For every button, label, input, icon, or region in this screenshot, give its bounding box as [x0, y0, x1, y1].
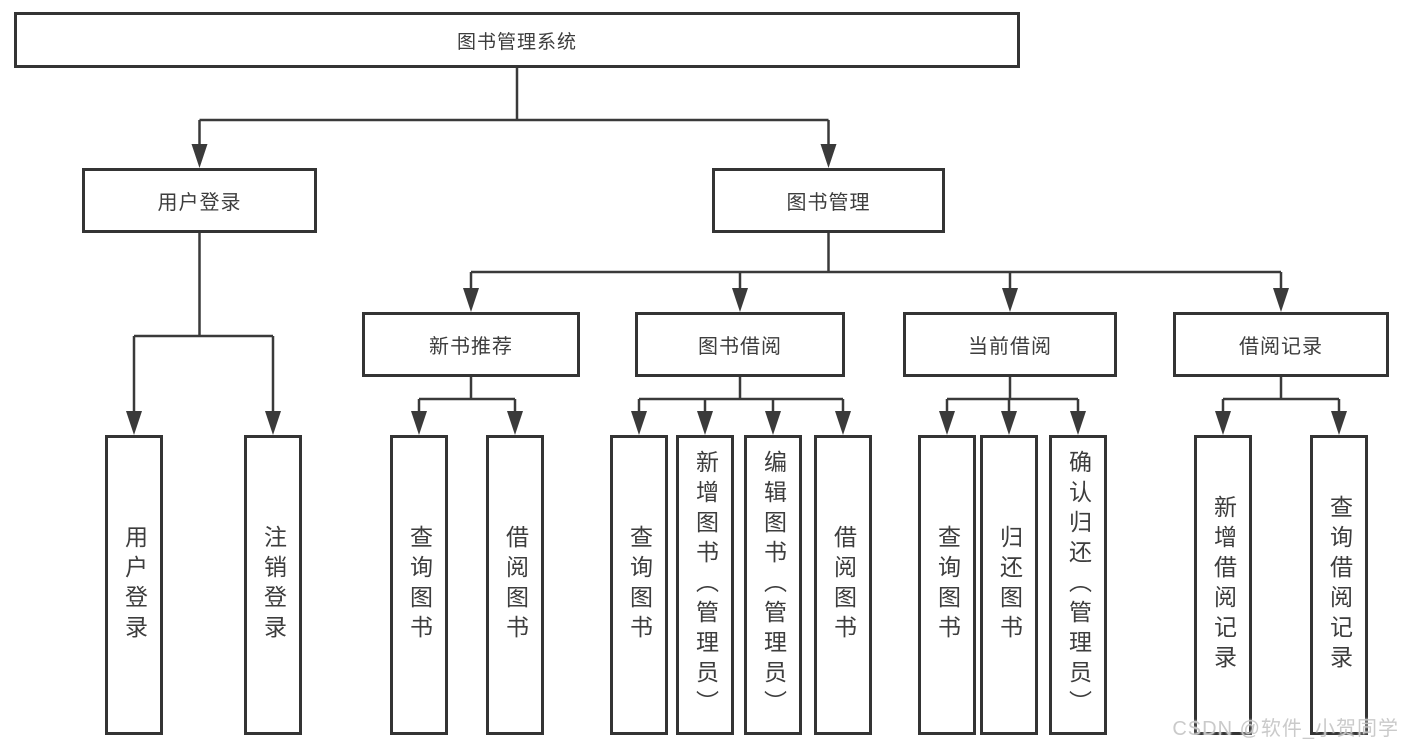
- leaf-current-query-books: 查询图书: [918, 435, 976, 735]
- node-book-management: 图书管理: [712, 168, 945, 233]
- node-label: 新增借阅记录: [1210, 495, 1237, 675]
- leaf-add-borrow-record: 新增借阅记录: [1194, 435, 1252, 735]
- node-user-login: 用户登录: [82, 168, 317, 233]
- leaf-borrow-books: 借阅图书: [814, 435, 872, 735]
- leaf-edit-books-admin: 编辑图书（管理员）: [744, 435, 802, 735]
- leaf-user-login: 用户登录: [105, 435, 163, 735]
- node-current-borrow: 当前借阅: [903, 312, 1117, 377]
- node-book-borrow: 图书借阅: [635, 312, 845, 377]
- node-label: 归还图书: [996, 525, 1023, 645]
- node-label: 查询图书: [934, 525, 961, 645]
- node-label: 当前借阅: [968, 336, 1052, 358]
- node-label: 编辑图书（管理员）: [760, 450, 787, 720]
- node-label: 图书借阅: [698, 336, 782, 358]
- leaf-add-books-admin: 新增图书（管理员）: [676, 435, 734, 735]
- leaf-recommend-borrow-books: 借阅图书: [486, 435, 544, 735]
- leaf-confirm-return-admin: 确认归还（管理员）: [1049, 435, 1107, 735]
- node-label: 图书管理: [786, 192, 871, 214]
- leaf-return-books: 归还图书: [980, 435, 1038, 735]
- node-new-book-recommend: 新书推荐: [362, 312, 580, 377]
- node-label: 确认归还（管理员）: [1065, 450, 1092, 720]
- node-label: 用户登录: [121, 525, 148, 645]
- node-label: 新书推荐: [429, 336, 513, 358]
- node-label: 用户登录: [157, 192, 242, 214]
- node-label: 注销登录: [260, 525, 287, 645]
- node-borrow-record: 借阅记录: [1173, 312, 1389, 377]
- node-label: 新增图书（管理员）: [692, 450, 719, 720]
- node-label: 查询图书: [406, 525, 433, 645]
- node-library-management-system: 图书管理系统: [14, 12, 1020, 68]
- leaf-borrow-query-books: 查询图书: [610, 435, 668, 735]
- node-label: 图书管理系统: [456, 31, 577, 53]
- node-label: 借阅图书: [502, 525, 529, 645]
- leaf-recommend-query-books: 查询图书: [390, 435, 448, 735]
- node-label: 借阅图书: [830, 525, 857, 645]
- leaf-logout: 注销登录: [244, 435, 302, 735]
- node-label: 查询借阅记录: [1326, 495, 1353, 675]
- leaf-query-borrow-record: 查询借阅记录: [1310, 435, 1368, 735]
- node-label: 借阅记录: [1239, 336, 1323, 358]
- csdn-watermark: CSDN @软件_小贺同学: [1172, 718, 1399, 740]
- node-label: 查询图书: [626, 525, 653, 645]
